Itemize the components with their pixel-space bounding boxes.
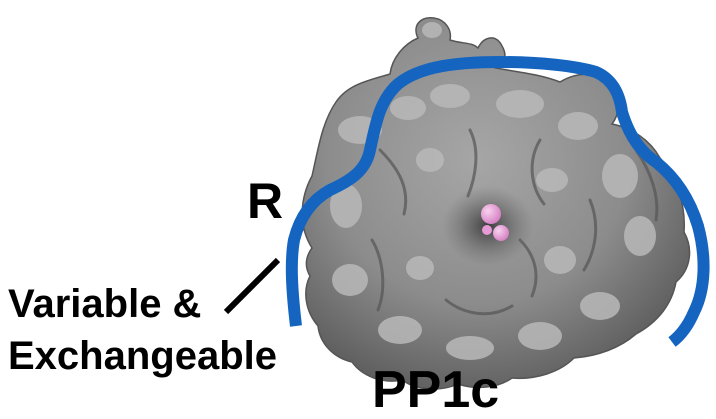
- ligand-sphere-upper: [481, 204, 501, 224]
- ligand-sphere-small: [482, 225, 492, 235]
- active-site-ligand: [481, 204, 509, 241]
- catalytic-subunit-label: PP1c: [372, 361, 500, 419]
- regulatory-subunit-label: R: [247, 173, 284, 229]
- regulatory-description-line1: Variable &: [8, 282, 202, 326]
- surface-highlights: [330, 22, 656, 360]
- protein-surface: [301, 17, 691, 390]
- ligand-sphere-lower: [493, 225, 509, 241]
- label-leader-line: [223, 257, 281, 315]
- regulatory-description-line2: Exchangeable: [8, 334, 278, 378]
- regulatory-subunit-outline: [285, 56, 710, 347]
